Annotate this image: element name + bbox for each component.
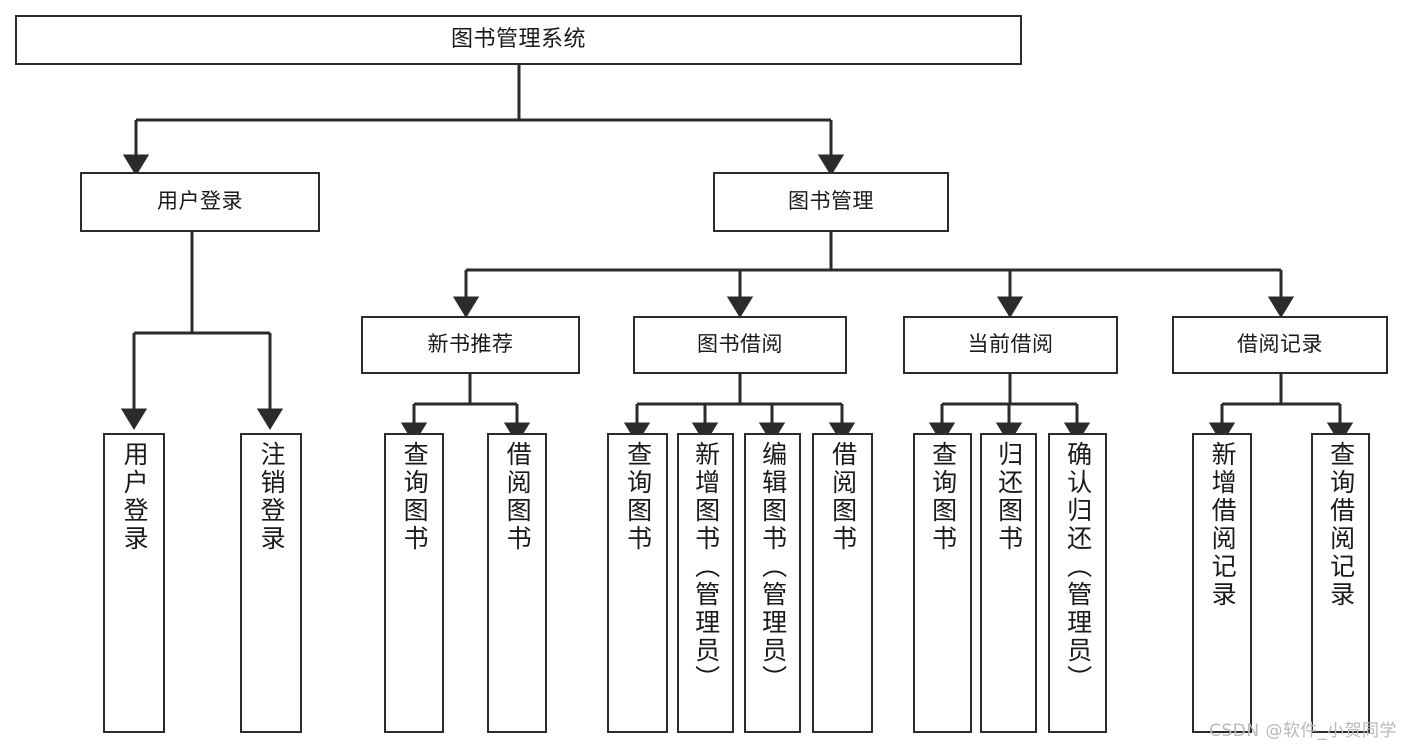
node-leaf-edit-book-label: 编辑图书（管理员） bbox=[758, 441, 788, 693]
node-current-borrow-label: 当前借阅 bbox=[967, 332, 1054, 357]
node-new-book-recommend-label: 新书推荐 bbox=[427, 332, 514, 357]
node-leaf-edit-book[interactable]: 编辑图书（管理员） bbox=[744, 433, 801, 733]
node-leaf-confirm-return[interactable]: 确认归还（管理员） bbox=[1048, 433, 1107, 733]
node-book-borrow[interactable]: 图书借阅 bbox=[633, 316, 847, 374]
node-book-borrow-label: 图书借阅 bbox=[697, 332, 783, 357]
node-leaf-user-login-label: 用户登录 bbox=[120, 441, 150, 553]
node-borrow-record[interactable]: 借阅记录 bbox=[1172, 316, 1388, 374]
node-leaf-borrow-book-1-label: 借阅图书 bbox=[503, 441, 533, 553]
node-leaf-query-book-3-label: 查询图书 bbox=[928, 441, 958, 553]
node-leaf-user-login[interactable]: 用户登录 bbox=[103, 433, 165, 733]
node-leaf-confirm-return-label: 确认归还（管理员） bbox=[1063, 441, 1093, 693]
node-leaf-return-book[interactable]: 归还图书 bbox=[980, 433, 1037, 733]
node-borrow-record-label: 借阅记录 bbox=[1237, 332, 1323, 357]
node-root-label: 图书管理系统 bbox=[450, 26, 586, 52]
node-new-book-recommend[interactable]: 新书推荐 bbox=[361, 316, 580, 374]
node-leaf-borrow-book-2-label: 借阅图书 bbox=[828, 441, 858, 553]
node-leaf-logout-label: 注销登录 bbox=[257, 441, 287, 553]
node-root[interactable]: 图书管理系统 bbox=[15, 15, 1022, 65]
node-leaf-logout[interactable]: 注销登录 bbox=[240, 433, 302, 733]
node-leaf-query-book-1[interactable]: 查询图书 bbox=[384, 433, 444, 733]
node-leaf-add-record-label: 新增借阅记录 bbox=[1208, 441, 1238, 609]
node-leaf-query-book-1-label: 查询图书 bbox=[400, 441, 430, 553]
node-leaf-add-book[interactable]: 新增图书（管理员） bbox=[677, 433, 734, 733]
node-leaf-add-book-label: 新增图书（管理员） bbox=[691, 441, 721, 693]
node-book-management-label: 图书管理 bbox=[788, 189, 874, 214]
node-leaf-borrow-book-2[interactable]: 借阅图书 bbox=[812, 433, 873, 733]
watermark-text: CSDN @软件_小贺同学 bbox=[1209, 721, 1397, 741]
node-user-login[interactable]: 用户登录 bbox=[80, 172, 320, 232]
node-leaf-return-book-label: 归还图书 bbox=[994, 441, 1024, 553]
node-current-borrow[interactable]: 当前借阅 bbox=[903, 316, 1118, 374]
node-leaf-add-record[interactable]: 新增借阅记录 bbox=[1192, 433, 1252, 733]
node-leaf-query-book-2[interactable]: 查询图书 bbox=[607, 433, 668, 733]
node-user-login-label: 用户登录 bbox=[157, 189, 243, 214]
node-leaf-query-book-3[interactable]: 查询图书 bbox=[913, 433, 972, 733]
node-leaf-query-record[interactable]: 查询借阅记录 bbox=[1311, 433, 1370, 733]
node-book-management[interactable]: 图书管理 bbox=[713, 172, 949, 232]
node-leaf-borrow-book-1[interactable]: 借阅图书 bbox=[487, 433, 547, 733]
node-leaf-query-record-label: 查询借阅记录 bbox=[1326, 441, 1356, 609]
node-leaf-query-book-2-label: 查询图书 bbox=[623, 441, 653, 553]
